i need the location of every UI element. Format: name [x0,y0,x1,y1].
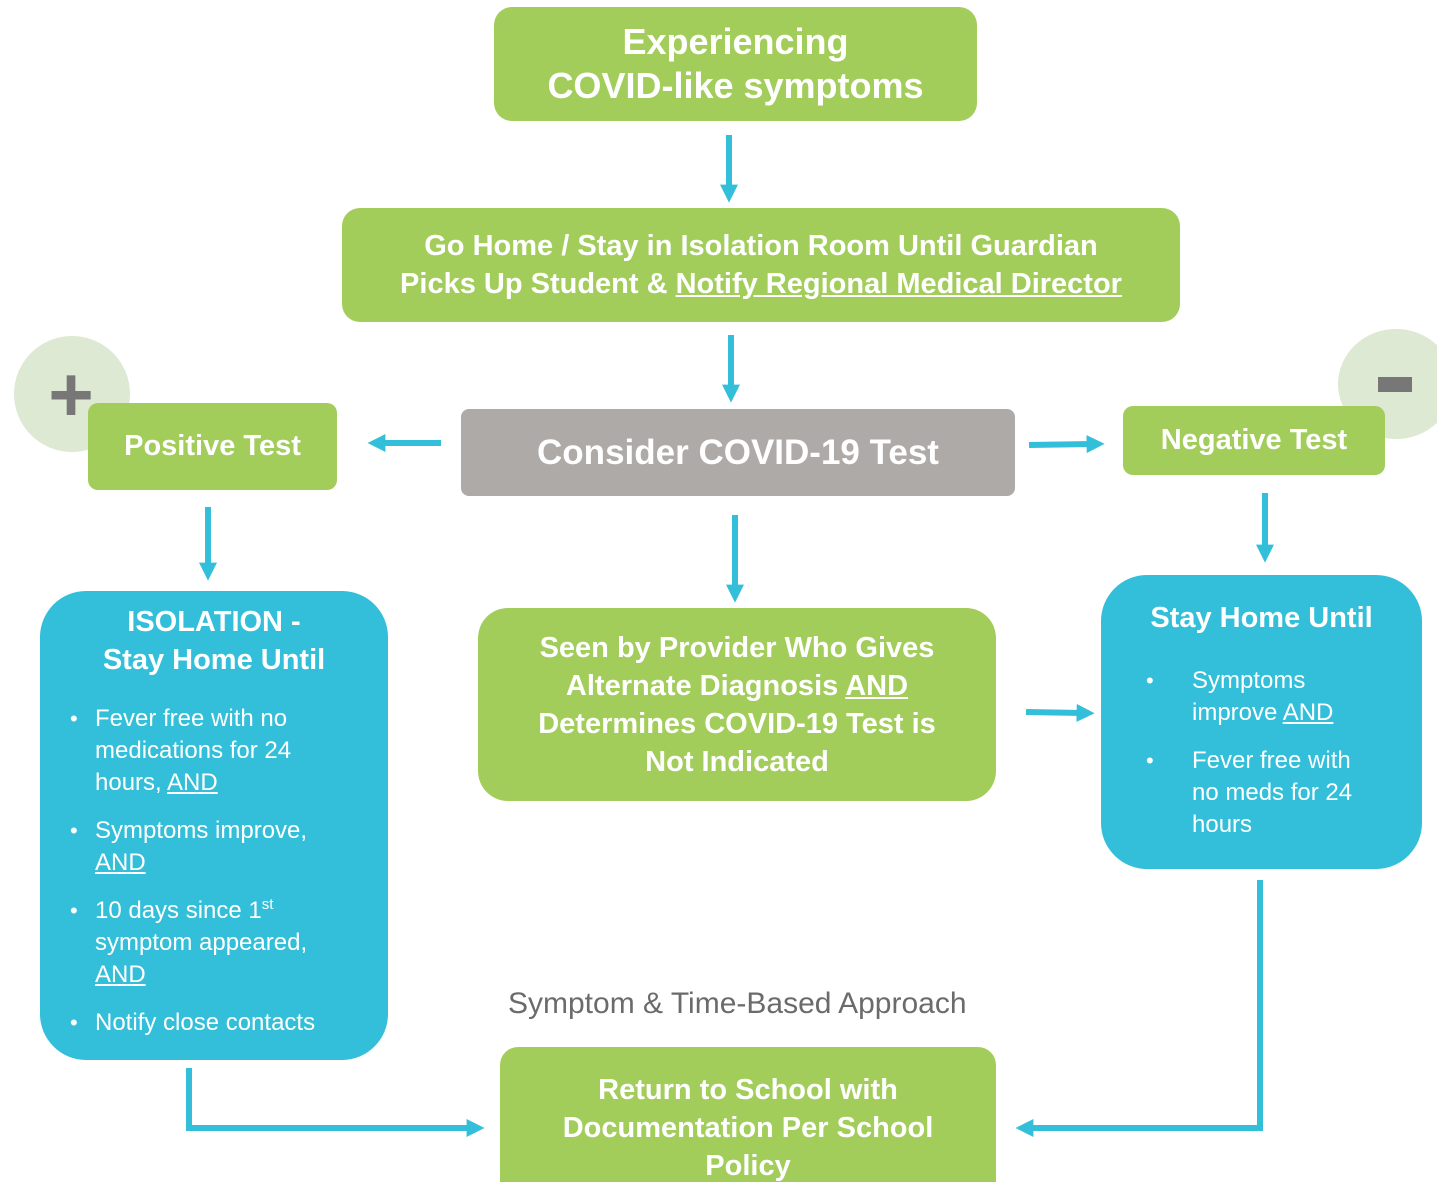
arrow-provider-to-stay-home [1025,703,1095,722]
positive-test-box: Positive Test [88,403,337,490]
isolation-title: ISOLATION - Stay Home Until [40,603,388,679]
isolation-title-line-2: Stay Home Until [102,644,326,676]
provider-line-1: Seen by Provider Who Gives [539,631,935,664]
approach-caption: Symptom & Time-Based Approach [508,987,967,1020]
stay-home-criteria-list: • Symptoms improve AND • Fever free with… [1146,665,1402,857]
notify-director-link: Notify Regional Medical Director [675,268,1122,300]
isolation-item-ten-days: • 10 days since 1st symptom appeared, AN… [70,895,380,991]
provider-line-3: Determines COVID-19 Test is [538,707,936,740]
and-text: AND [95,961,146,988]
stay-home-title: Stay Home Until [1101,599,1422,637]
isolation-item-ten-days-line-1: 10 days since 1 [95,897,262,924]
isolation-title-line-1: ISOLATION - [127,606,301,638]
arrow-isolation-to-return [186,1068,485,1137]
isolation-item-fever-line-1: Fever free with no [95,705,288,732]
plus-icon: + [48,350,94,438]
arrow-stay-home-to-return [1015,880,1263,1137]
isolation-item-contacts-line-1: Notify close contacts [95,1009,316,1036]
return-line-2: Documentation Per School [562,1112,934,1144]
arrow-consider-to-negative [1028,435,1105,454]
return-line-3: Policy [705,1150,791,1182]
provider-box: Seen by Provider Who Gives Alternate Dia… [478,608,996,801]
go-home-line-2: Picks Up Student & Notify Regional Medic… [400,265,1122,303]
provider-line-2: Alternate Diagnosis [565,669,846,702]
negative-test-box: Negative Test [1123,406,1385,475]
isolation-item-fever-line-3: hours, [95,769,168,796]
isolation-item-ten-days-line-2: symptom appeared, [95,929,308,956]
consider-test-label: Consider COVID-19 Test [537,432,939,472]
stay-home-item-symptoms: • Symptoms improve AND [1146,665,1402,729]
and-text: AND [95,849,146,876]
symptoms-box: Experiencing COVID-like symptoms [494,7,977,121]
symptoms-line-2: COVID-like symptoms [547,65,924,106]
isolation-item-symptoms: • Symptoms improve, AND [70,815,380,879]
consider-test-box: Consider COVID-19 Test [461,409,1015,496]
stay-home-item-fever-line-1: Fever free with [1192,747,1351,774]
go-home-line-1: Go Home / Stay in Isolation Room Until G… [424,230,1098,262]
minus-icon [1378,377,1412,392]
superscript-st: st [261,896,274,913]
and-text: AND [1282,699,1334,726]
stay-home-item-fever: • Fever free with no meds for 24 hours [1146,745,1402,841]
isolation-panel: ISOLATION - Stay Home Until • Fever free… [40,591,388,1060]
stay-home-item-symptoms-line-2: improve [1192,699,1283,726]
stay-home-item-symptoms-line-1: Symptoms [1192,667,1306,694]
isolation-item-fever: • Fever free with no medications for 24 … [70,703,380,799]
isolation-item-symptoms-line-1: Symptoms improve, [95,817,308,844]
negative-test-label: Negative Test [1160,424,1348,456]
return-line-1: Return to School with [598,1074,898,1106]
isolation-item-contacts: • Notify close contacts [70,1007,380,1039]
provider-line-4: Not Indicated [645,745,829,778]
go-home-line-2-text: Picks Up Student & [400,268,676,300]
stay-home-item-fever-line-3: hours [1192,811,1253,838]
return-to-school-box: Return to School with Documentation Per … [500,1047,996,1182]
and-text: AND [167,769,218,796]
symptoms-line-1: Experiencing [622,21,849,62]
stay-home-title-text: Stay Home Until [1150,602,1373,634]
isolation-item-fever-line-2: medications for 24 [95,737,292,764]
go-home-box: Go Home / Stay in Isolation Room Until G… [342,208,1180,322]
isolation-criteria-list: • Fever free with no medications for 24 … [70,703,380,1055]
stay-home-item-fever-line-2: no meds for 24 [1192,779,1353,806]
stay-home-panel: Stay Home Until • Symptoms improve AND •… [1101,575,1422,869]
positive-test-label: Positive Test [124,430,301,462]
and-text: AND [845,669,909,702]
